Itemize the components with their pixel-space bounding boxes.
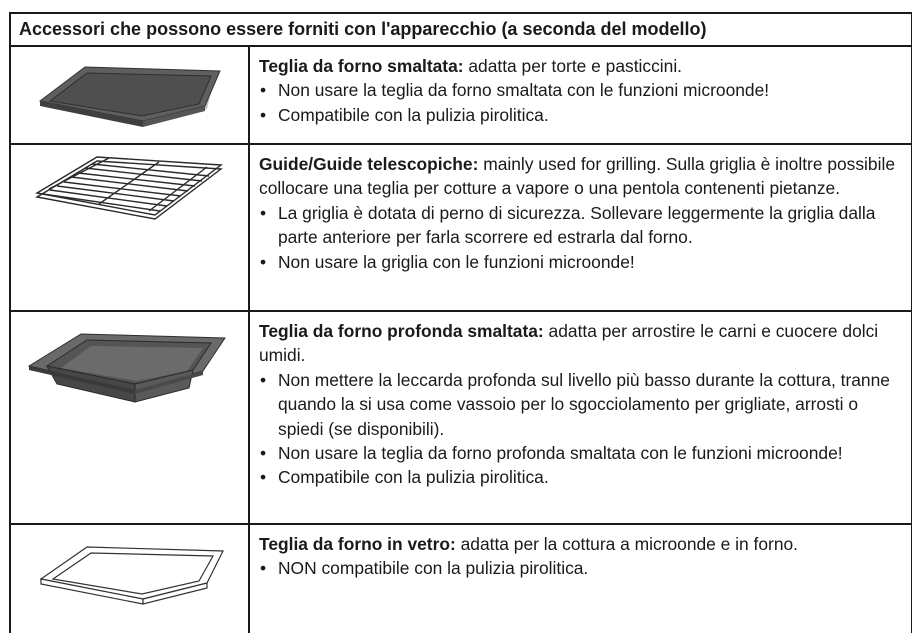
table-row: Guide/Guide telescopiche: mainly used fo…: [9, 145, 912, 310]
list-item: NON compatibile con la pulizia pirolitic…: [259, 556, 904, 581]
list-item: Non usare la teglia da forno smaltata co…: [259, 78, 904, 103]
accessory-title: Teglia da forno profonda smaltata:: [259, 321, 544, 341]
wire-grill-rack-illustration: [9, 145, 249, 310]
list-item: Non usare la teglia da forno profonda sm…: [259, 441, 904, 466]
table-row: Teglia da forno in vetro: adatta per la …: [9, 525, 912, 633]
list-item: Compatibile con la pulizia pirolitica.: [259, 103, 904, 128]
table-left-border: [9, 12, 11, 633]
accessory-intro: adatta per arrostire le carni e cuocere …: [259, 321, 879, 366]
accessory-intro: adatta per la cottura a microonde e in f…: [455, 534, 799, 554]
accessories-table: Accessori che possono essere forniti con…: [9, 12, 912, 633]
list-item: La griglia è dotata di perno di sicurezz…: [259, 201, 904, 250]
deep-enamelled-tray-icon: [27, 333, 226, 403]
glass-baking-tray-illustration: [9, 525, 249, 633]
enamelled-baking-tray-icon: [38, 66, 221, 127]
row-description: Teglia da forno smaltata: adatta per tor…: [259, 54, 904, 128]
accessory-intro: adatta per torte e pasticcini.: [463, 56, 683, 76]
enamelled-baking-tray-illustration: [9, 47, 249, 143]
accessory-title: Teglia da forno smaltata:: [259, 56, 464, 76]
table-right-border: [910, 12, 912, 633]
table-row: Teglia da forno smaltata: adatta per tor…: [9, 47, 912, 143]
deep-enamelled-tray-illustration: [9, 312, 249, 523]
row-divider-1: [9, 143, 912, 145]
header-divider: [9, 45, 912, 47]
row-divider-2: [9, 310, 912, 312]
wire-grill-rack-icon: [35, 156, 223, 220]
list-item: Non usare la griglia con le funzioni mic…: [259, 250, 904, 275]
list-item: Non mettere la leccarda profonda sul liv…: [259, 368, 904, 441]
accessory-intro: mainly used for grilling. Sulla griglia …: [259, 154, 895, 199]
column-divider: [248, 45, 250, 633]
table-header: Accessori che possono essere forniti con…: [19, 19, 707, 39]
row-description: Guide/Guide telescopiche: mainly used fo…: [259, 152, 904, 274]
list-item: Compatibile con la pulizia pirolitica.: [259, 465, 904, 490]
row-description: Teglia da forno in vetro: adatta per la …: [259, 532, 904, 581]
row-description: Teglia da forno profonda smaltata: adatt…: [259, 319, 904, 490]
accessory-title: Guide/Guide telescopiche:: [259, 154, 479, 174]
accessory-title: Teglia da forno in vetro:: [259, 534, 456, 554]
row-divider-3: [9, 523, 912, 525]
glass-baking-tray-icon: [39, 546, 224, 605]
table-row: Teglia da forno profonda smaltata: adatt…: [9, 312, 912, 523]
table-top-border: [9, 12, 912, 14]
